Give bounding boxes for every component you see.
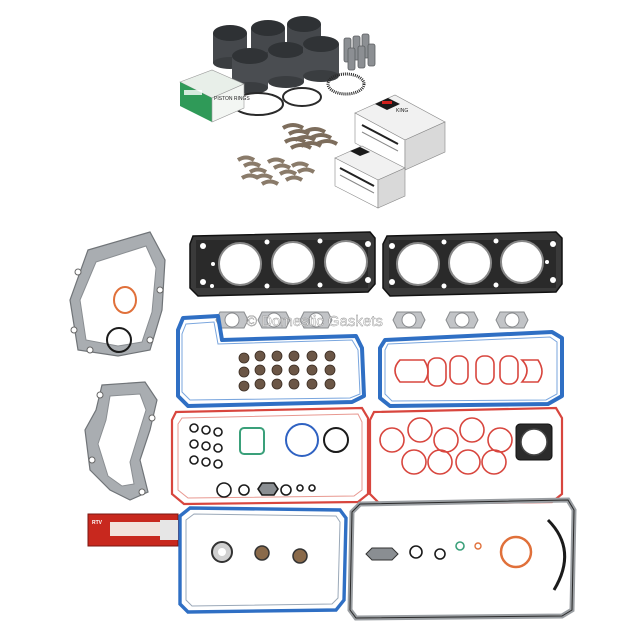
bearing-box-brand: KING	[396, 108, 408, 114]
bearing-box	[334, 145, 406, 209]
valve-cover-gasket-right	[378, 330, 564, 408]
rod-bearings	[236, 155, 316, 186]
oring-black	[323, 427, 349, 453]
piston-pins	[343, 33, 376, 71]
piston-ring-box: PISTON RINGS	[179, 69, 250, 123]
timing-cover-gasket	[69, 231, 166, 357]
throttle-seal-green	[239, 427, 265, 455]
piston-ring-box-label: PISTON RINGS	[214, 96, 250, 102]
lower-intake-gasket-left	[170, 406, 370, 506]
water-pump-gasket	[84, 381, 158, 501]
exhaust-gasket-left	[215, 311, 333, 329]
misc-seals-right	[365, 541, 482, 561]
bearing-box: KING	[354, 94, 446, 171]
head-gasket-right	[382, 231, 563, 297]
watermark: © Domestic Gaskets	[246, 313, 383, 330]
head-gasket-left	[189, 231, 376, 297]
valve-stem-seals	[238, 350, 336, 392]
oil-pan-gasket-lower	[347, 497, 577, 621]
oil-pan-gasket-upper	[178, 506, 348, 614]
rear-main-seal	[499, 535, 533, 569]
rtv-sealant: RTV	[87, 513, 179, 547]
piston	[268, 42, 304, 88]
misc-seals-left	[216, 482, 316, 498]
small-seal-set	[189, 423, 223, 469]
oil-pan-seals	[211, 541, 308, 564]
oring-blue	[285, 423, 319, 457]
valve-cover-gasket-left	[176, 314, 366, 408]
exhaust-gasket-right	[392, 311, 529, 329]
crank-seal	[106, 327, 132, 353]
upper-intake-gasket	[394, 355, 543, 387]
oring-orange	[113, 286, 137, 314]
throttle-body-gasket	[515, 423, 553, 461]
rear-seal-arc	[546, 518, 567, 591]
rtv-tube-label: RTV	[92, 520, 103, 526]
main-bearings	[281, 123, 339, 150]
